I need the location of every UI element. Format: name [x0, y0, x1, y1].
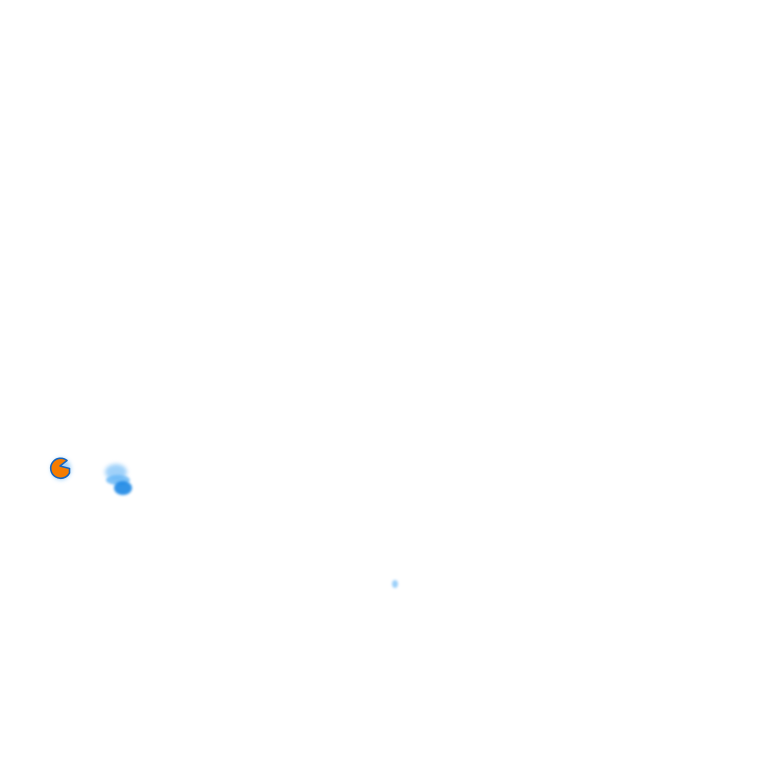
enemy-blob: [105, 464, 132, 495]
player-character: [49, 457, 71, 480]
pellet-dot: [392, 580, 398, 588]
blob-lower: [114, 481, 132, 495]
pacman-icon: [49, 457, 71, 480]
